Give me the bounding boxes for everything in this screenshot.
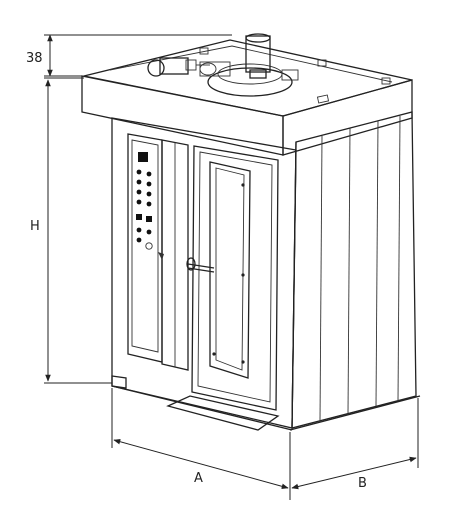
door-window: [209, 161, 251, 379]
control-button: [146, 191, 152, 197]
oven-door: [186, 145, 279, 411]
dimension-width: A: [111, 388, 291, 500]
dimension-top-height: 38: [26, 34, 232, 77]
dimension-height: H: [30, 77, 112, 384]
oven-front-body: [111, 117, 297, 429]
dim-a-label: A: [194, 471, 203, 486]
dimension-depth: B: [291, 398, 419, 491]
control-panel: [136, 152, 164, 260]
dim-h-label: H: [30, 219, 40, 234]
burner-motor: [147, 57, 210, 77]
control-button: [136, 189, 142, 195]
door-handle: [186, 257, 215, 273]
control-button: [146, 229, 152, 235]
oven-hood: [81, 75, 413, 156]
control-switch: [136, 214, 142, 220]
control-button: [146, 201, 152, 207]
control-button: [146, 171, 152, 177]
control-knob: [145, 242, 153, 250]
control-button: [136, 227, 142, 233]
dim-b-label: B: [358, 476, 367, 491]
control-button: [136, 237, 142, 243]
control-button: [136, 179, 142, 185]
control-button: [136, 199, 142, 205]
control-switch: [146, 216, 152, 222]
fan-motor: [199, 33, 299, 97]
display-screen: [138, 152, 148, 162]
oven-side-panel: [289, 111, 421, 431]
control-button: [146, 181, 152, 187]
door-latch: [158, 252, 164, 260]
dim-38-label: 38: [26, 51, 43, 66]
oven-roof: [83, 39, 413, 117]
control-button: [136, 169, 142, 175]
